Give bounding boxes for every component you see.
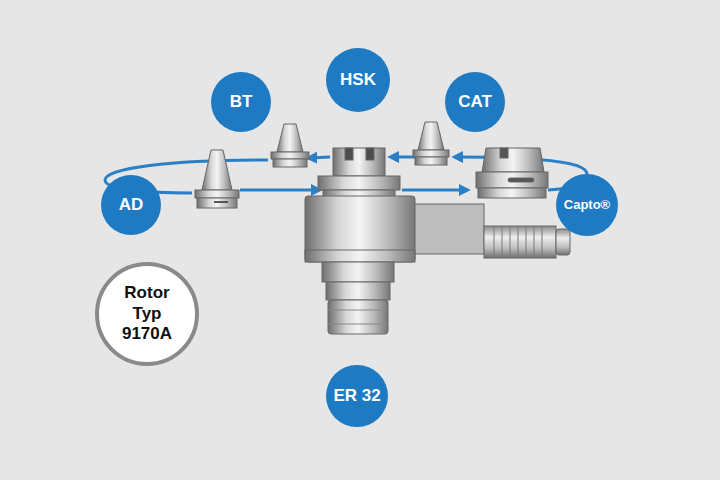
node-label: HSK: [340, 70, 376, 90]
circle-fill: [326, 365, 388, 427]
option-circle: CAT: [445, 72, 505, 132]
cat-holder: [413, 122, 449, 165]
ring-arrow: [402, 189, 466, 192]
ring-arrow: [392, 156, 415, 159]
node-label: BT: [230, 92, 253, 112]
option-circle: AD: [101, 175, 161, 235]
capto-holder: [476, 148, 548, 198]
option-circle: ER 32: [326, 365, 388, 427]
circle-fill: [97, 264, 197, 364]
node-label: ER 32: [333, 386, 380, 406]
ad-holder: [195, 150, 239, 208]
model-circle: Rotor Typ 9170A: [95, 262, 199, 366]
circle-fill: [445, 72, 505, 132]
node-label: CAT: [458, 92, 492, 112]
option-circle: BT: [211, 72, 271, 132]
option-circle: Capto®: [556, 174, 618, 236]
rotor-body: [305, 148, 570, 334]
option-circle: HSK: [326, 48, 390, 112]
bt-holder: [271, 124, 309, 167]
ring-arrow: [240, 189, 318, 192]
circle-fill: [326, 48, 390, 112]
node-label: AD: [119, 195, 144, 215]
node-label: Capto®: [564, 197, 610, 213]
circle-fill: [556, 174, 618, 236]
circle-fill: [211, 72, 271, 132]
ring-arrow: [310, 157, 330, 158]
node-label: Rotor Typ 9170A: [116, 283, 178, 344]
circle-fill: [101, 175, 161, 235]
